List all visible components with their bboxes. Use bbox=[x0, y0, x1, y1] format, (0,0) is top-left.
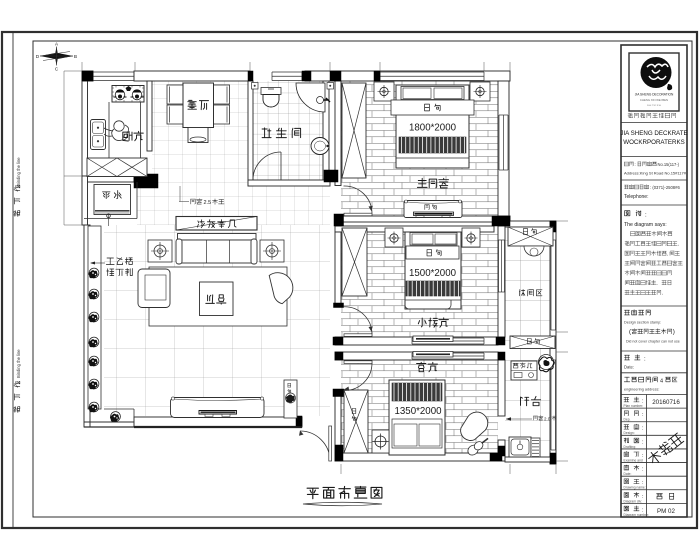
svg-text:The diagram says:: The diagram says: bbox=[624, 222, 667, 228]
svg-text::: : bbox=[645, 213, 647, 219]
svg-text:D: D bbox=[36, 54, 40, 59]
svg-text:Date:: Date: bbox=[624, 365, 634, 370]
svg-text::: : bbox=[642, 412, 644, 418]
svg-text:(: ( bbox=[629, 329, 632, 336]
svg-text::: : bbox=[642, 426, 644, 432]
svg-text::: : bbox=[642, 480, 644, 486]
svg-text:Examine and: Examine and bbox=[624, 458, 643, 462]
svg-text:2.5: 2.5 bbox=[204, 200, 212, 206]
svg-text:Date:: Date: bbox=[624, 472, 632, 476]
svg-text:WOCKRPORATERKS: WOCKRPORATERKS bbox=[623, 139, 684, 146]
svg-text::: : bbox=[649, 312, 651, 318]
svg-text:JIA SHENG DECKRATE: JIA SHENG DECKRATE bbox=[620, 130, 687, 137]
svg-text:.: . bbox=[656, 281, 658, 287]
svg-text:Design section stamp:: Design section stamp: bbox=[624, 321, 661, 325]
svg-text:Plan number:: Plan number: bbox=[624, 404, 644, 408]
svg-text:Binding the line: Binding the line bbox=[16, 349, 21, 378]
svg-text:4: 4 bbox=[660, 379, 663, 385]
svg-text::: : bbox=[642, 467, 644, 473]
svg-text:B: B bbox=[74, 54, 77, 59]
svg-text:Drafting:: Drafting: bbox=[624, 445, 637, 449]
svg-text:2.0: 2.0 bbox=[544, 417, 551, 422]
svg-text:Did not cover chapter can not: Did not cover chapter can not use bbox=[626, 340, 680, 344]
svg-text::: : bbox=[642, 494, 644, 500]
svg-text:Diagram number:: Diagram number: bbox=[624, 513, 650, 517]
svg-text::: : bbox=[642, 453, 644, 459]
svg-text:CHENG XIN WEI BEN: CHENG XIN WEI BEN bbox=[640, 98, 668, 102]
svg-text:.: . bbox=[662, 291, 664, 297]
svg-text:C: C bbox=[55, 67, 59, 72]
svg-text::: : bbox=[642, 507, 644, 513]
svg-text:1500*2000: 1500*2000 bbox=[409, 267, 456, 279]
svg-text:.: . bbox=[667, 251, 669, 257]
svg-text:Address:King St Road No.15#117: Address:King St Road No.15#117# bbox=[624, 171, 687, 176]
svg-text:.: . bbox=[678, 242, 680, 248]
svg-text:engineering address:: engineering address: bbox=[624, 388, 659, 392]
svg-text:Drawing name:: Drawing name: bbox=[624, 486, 646, 490]
svg-text::: : bbox=[642, 439, 644, 445]
svg-text::: : bbox=[635, 162, 636, 167]
svg-text:PM 02: PM 02 bbox=[657, 508, 675, 515]
svg-text:No.15(117-): No.15(117-) bbox=[658, 162, 680, 167]
svg-text::: : bbox=[644, 357, 646, 363]
svg-text:): ) bbox=[673, 329, 675, 336]
svg-text:s e r v i c e: s e r v i c e bbox=[647, 103, 661, 107]
svg-text:Diagram div:: Diagram div: bbox=[624, 499, 643, 503]
svg-text:Dep.: Dep. bbox=[624, 418, 631, 422]
svg-text:1800*2000: 1800*2000 bbox=[409, 122, 456, 134]
svg-text::: : bbox=[642, 399, 644, 405]
svg-text:20160716: 20160716 bbox=[652, 399, 680, 406]
svg-text:Binding the line: Binding the line bbox=[16, 157, 21, 186]
svg-text:: (0371)-2508#6: : (0371)-2508#6 bbox=[650, 185, 680, 190]
svg-text:Design:: Design: bbox=[624, 431, 635, 435]
svg-text::: : bbox=[650, 379, 652, 385]
svg-text:Telephone:: Telephone: bbox=[624, 194, 648, 200]
svg-text:JIA SHENG DECORATION: JIA SHENG DECORATION bbox=[635, 93, 674, 97]
svg-text:1350*2000: 1350*2000 bbox=[395, 405, 442, 417]
svg-text:A: A bbox=[55, 42, 58, 47]
